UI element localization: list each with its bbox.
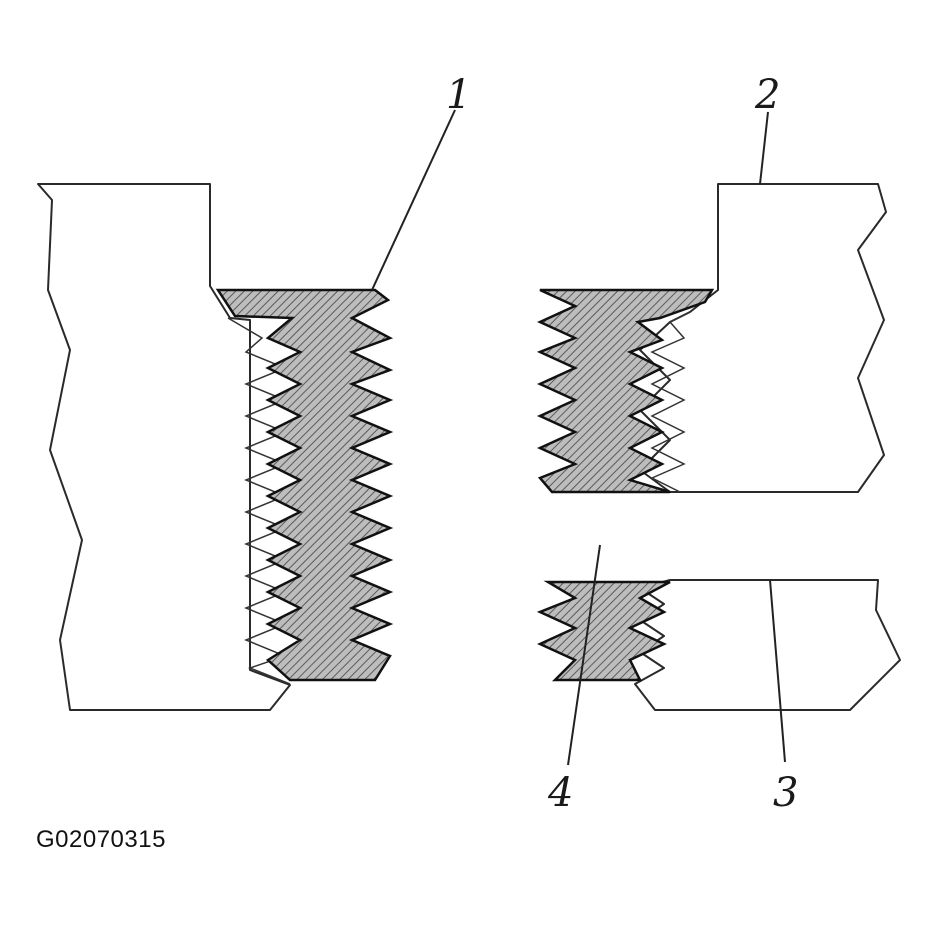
- left-thread-insert: [215, 288, 394, 682]
- callout-4-leader: [567, 544, 601, 766]
- right-thread-insert-upper: [536, 288, 715, 494]
- callout-2-leader: [759, 111, 769, 185]
- right-workpiece-upper: [639, 183, 887, 493]
- callout-4-label: 4: [547, 770, 573, 816]
- callout-3-label: 3: [773, 770, 798, 816]
- left-workpiece-body: [37, 183, 291, 711]
- right-thread-insert-lower: [536, 580, 671, 682]
- figure-code: G02070315: [36, 826, 166, 853]
- left-workpiece: [37, 183, 394, 711]
- callout-1-label: 1: [446, 72, 471, 118]
- callout-2-label: 2: [754, 72, 780, 118]
- right-workpiece-lower: [634, 579, 901, 711]
- callout-3-leader: [769, 579, 786, 763]
- callout-1-leader: [371, 109, 456, 291]
- right-workpiece: [536, 183, 901, 711]
- right-insert-outer-edge-upper: [650, 311, 691, 493]
